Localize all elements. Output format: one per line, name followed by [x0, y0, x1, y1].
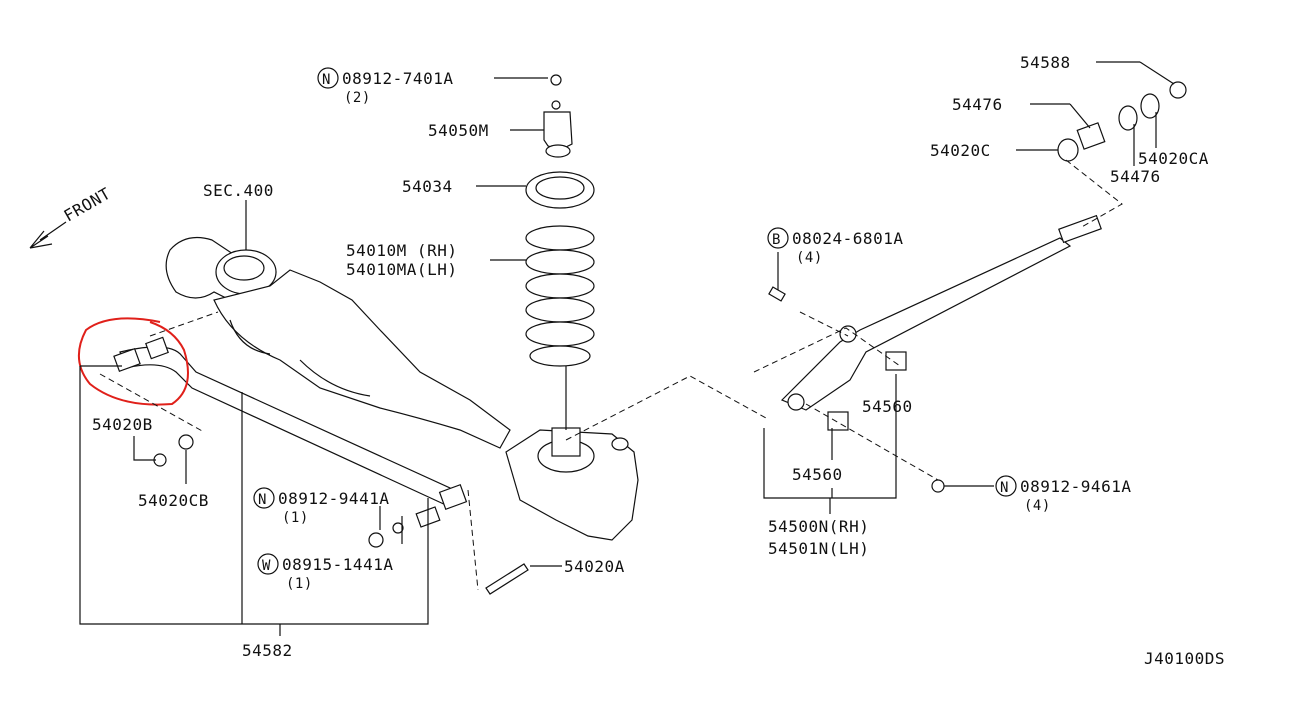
label-54020b: 54020B	[92, 415, 153, 434]
label-54050m: 54050M	[428, 121, 489, 140]
label-08912-7401a: 08912-7401A	[342, 69, 453, 88]
label-54500n: 54500N(RH)	[768, 517, 869, 536]
p10-circle-letter: B	[772, 232, 781, 248]
highlight-circle	[78, 317, 189, 406]
p1-circle-letter: N	[322, 72, 331, 88]
label-54501n: 54501N(LH)	[768, 539, 869, 558]
label-08912-7401a-qty: (2)	[344, 90, 371, 106]
sec-label: SEC.400	[203, 181, 274, 200]
label-08915-1441a-qty: (1)	[286, 576, 313, 592]
front-label: FRONT	[61, 184, 114, 226]
dashed-guides	[99, 159, 1123, 591]
stabilizer-bar	[113, 336, 468, 548]
label-54476-lower: 54476	[1110, 167, 1161, 186]
label-54020ca: 54020CA	[1138, 149, 1209, 168]
label-08912-9441a: 08912-9441A	[278, 489, 389, 508]
label-54588: 54588	[1020, 53, 1071, 72]
label-54476-upper: 54476	[952, 95, 1003, 114]
differential-drawing	[165, 237, 511, 449]
p13-circle-letter: N	[258, 492, 267, 508]
lateral-rod	[768, 214, 1102, 493]
label-54010ma: 54010MA(LH)	[346, 260, 457, 279]
label-54020c: 54020C	[930, 141, 991, 160]
knuckle-drawing	[505, 358, 639, 541]
label-54582: 54582	[242, 641, 293, 660]
label-08912-9441a-qty: (1)	[282, 510, 309, 526]
label-54020cb: 54020CB	[138, 491, 209, 510]
front-arrow: FRONT	[29, 184, 114, 249]
circled-letters: N B N W N	[253, 67, 1017, 575]
label-08912-9461a: 08912-9461A	[1020, 477, 1131, 496]
label-54010m: 54010M (RH)	[346, 241, 457, 260]
label-08024-6801a-qty: (4)	[796, 250, 823, 266]
p14-circle-letter: W	[262, 558, 271, 574]
coil-spring	[525, 225, 595, 367]
p19-circle-letter: N	[1000, 480, 1009, 496]
label-08915-1441a: 08915-1441A	[282, 555, 393, 574]
leader-lines	[79, 61, 1175, 636]
bumper-drawing	[543, 74, 573, 158]
label-54020a: 54020A	[564, 557, 625, 576]
label-54034: 54034	[402, 177, 453, 196]
label-08024-6801a: 08024-6801A	[792, 229, 903, 248]
label-54560-center: 54560	[792, 465, 843, 484]
label-54560-right: 54560	[862, 397, 913, 416]
bolt-54020a	[485, 563, 529, 595]
label-08912-9461a-qty: (4)	[1024, 498, 1051, 514]
diagram-code: J40100DS	[1144, 649, 1225, 668]
